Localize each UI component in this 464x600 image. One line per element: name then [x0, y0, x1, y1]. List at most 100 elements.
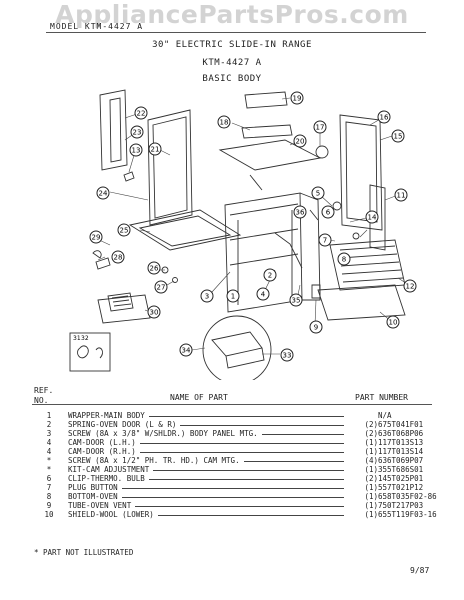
- row-qty: (1): [364, 483, 378, 492]
- callout-28: [111, 250, 125, 264]
- callout-7-label: 7: [323, 237, 327, 245]
- callout-11: [394, 188, 408, 202]
- footnote: * PART NOT ILLUSTRATED: [34, 548, 134, 557]
- revision-date: 9/87: [410, 566, 430, 575]
- row-qty: (2): [364, 429, 378, 438]
- callout-28-label: 28: [114, 254, 123, 262]
- callout-9-label: 9: [314, 324, 318, 332]
- row-part-number: 658T035F02-86: [378, 492, 437, 501]
- callout-22-label: 22: [137, 110, 146, 118]
- callout-1-label: 1: [231, 293, 235, 301]
- row-ref: 4: [46, 447, 52, 456]
- callout-9: [309, 320, 323, 334]
- inset-box: [69, 332, 111, 372]
- leader-line: [180, 424, 344, 426]
- row-qty: (1): [364, 492, 378, 501]
- row-qty: (4): [364, 456, 378, 465]
- row-part-number: 145T025P01: [378, 474, 424, 483]
- row-qty: (1): [364, 447, 378, 456]
- page-title: 30" ELECTRIC SLIDE-IN RANGE: [152, 40, 312, 50]
- row-name: SCREW (8A x 3/8" W/SHLDR.) BODY PANEL MT…: [68, 429, 258, 438]
- row-qty: (1): [364, 465, 378, 474]
- row-name: CAM-DOOR (R.H.): [68, 447, 136, 456]
- ref-header-line2: NO.: [34, 396, 49, 405]
- broiler-pan: [97, 294, 151, 324]
- detail-circle: [202, 315, 272, 380]
- leader-line: [139, 442, 344, 444]
- row-part-number: N/A: [378, 411, 392, 420]
- row-part-number: 636T069P07: [378, 456, 424, 465]
- row-part-number: 675T041F01: [378, 420, 424, 429]
- row-qty: (1): [364, 438, 378, 447]
- callout-33: [280, 348, 294, 362]
- vertical-trim: [369, 184, 386, 251]
- row-part-number: 117T013S14: [378, 447, 424, 456]
- callout-16-label: 16: [380, 114, 389, 122]
- callout-20-label: 20: [296, 138, 305, 146]
- callout-labels: 22 23 13 24 21 19 18 17 20 16 15 11 14 5…: [73, 91, 417, 362]
- callout-35-label: 35: [292, 297, 301, 305]
- callout-16: [377, 110, 391, 124]
- callout-23-label: 23: [133, 129, 142, 137]
- row-qty: (1): [364, 501, 378, 510]
- row-name: BOTTOM-OVEN: [68, 492, 118, 501]
- callout-18: [217, 115, 231, 129]
- callout-21-label: 21: [151, 146, 160, 154]
- callout-35: [289, 293, 303, 307]
- row-name: SHIELD-WOOL (LOWER): [68, 510, 154, 519]
- row-name: CLIP-THERMO. BULB: [68, 474, 145, 483]
- side-panel-left: [99, 89, 128, 171]
- leader-line: [121, 496, 344, 498]
- leader-line: [139, 451, 344, 453]
- callout-7: [318, 233, 332, 247]
- row-name: SCREW (8A x 1/2" PH. TR. HD.) CAM MTG.: [68, 456, 240, 465]
- callout-27: [154, 280, 168, 294]
- callout-29-label: 29: [92, 234, 101, 242]
- callout-2-label: 2: [268, 272, 272, 280]
- row-qty: [348, 411, 378, 420]
- callout-11-label: 11: [397, 192, 406, 200]
- part-number-header: PART NUMBER: [355, 393, 408, 402]
- callout-3-label: 3: [205, 293, 209, 301]
- top-brace: [244, 91, 288, 109]
- callout-18-label: 18: [220, 119, 229, 127]
- row-ref: 6: [46, 474, 52, 483]
- table-row: 6 CLIP-THERMO. BULB (2)145T025P01: [30, 474, 448, 483]
- section-title: BASIC BODY: [202, 74, 262, 84]
- callout-27-label: 27: [157, 284, 166, 292]
- model-number: KTM-4427 A: [202, 58, 262, 68]
- callout-26-label: 26: [150, 265, 159, 273]
- table-row: 8 BOTTOM-OVEN (1)658T035F02-86: [30, 492, 448, 501]
- leader-line: [148, 478, 344, 480]
- callout-13-label: 13: [132, 147, 141, 155]
- callout-31-label: 31: [73, 335, 81, 342]
- callout-15-label: 15: [394, 133, 403, 141]
- ref-header: REF. NO.: [34, 386, 53, 406]
- callout-1: [226, 289, 240, 303]
- callout-5-label: 5: [316, 190, 320, 198]
- callout-10: [386, 315, 400, 329]
- row-qty: (2): [364, 420, 378, 429]
- callout-19-label: 19: [293, 95, 302, 103]
- bracket: [241, 124, 293, 139]
- ref-header-line1: REF.: [34, 386, 54, 395]
- callout-4-label: 4: [261, 291, 266, 299]
- callout-22: [134, 106, 148, 120]
- back-panel: [147, 109, 193, 226]
- bottom-tray: [128, 209, 242, 251]
- callout-14: [365, 210, 379, 224]
- row-name: SPRING-OVEN DOOR (L & R): [68, 420, 177, 429]
- callout-3: [200, 289, 214, 303]
- callout-23: [130, 125, 144, 139]
- side-panel-right: [339, 114, 383, 231]
- row-ref: 8: [46, 492, 52, 501]
- row-ref: *: [46, 456, 52, 465]
- callout-12-label: 12: [406, 283, 415, 291]
- leader-line: [153, 469, 344, 471]
- row-qty: (2): [364, 474, 378, 483]
- callout-17-label: 17: [316, 124, 325, 132]
